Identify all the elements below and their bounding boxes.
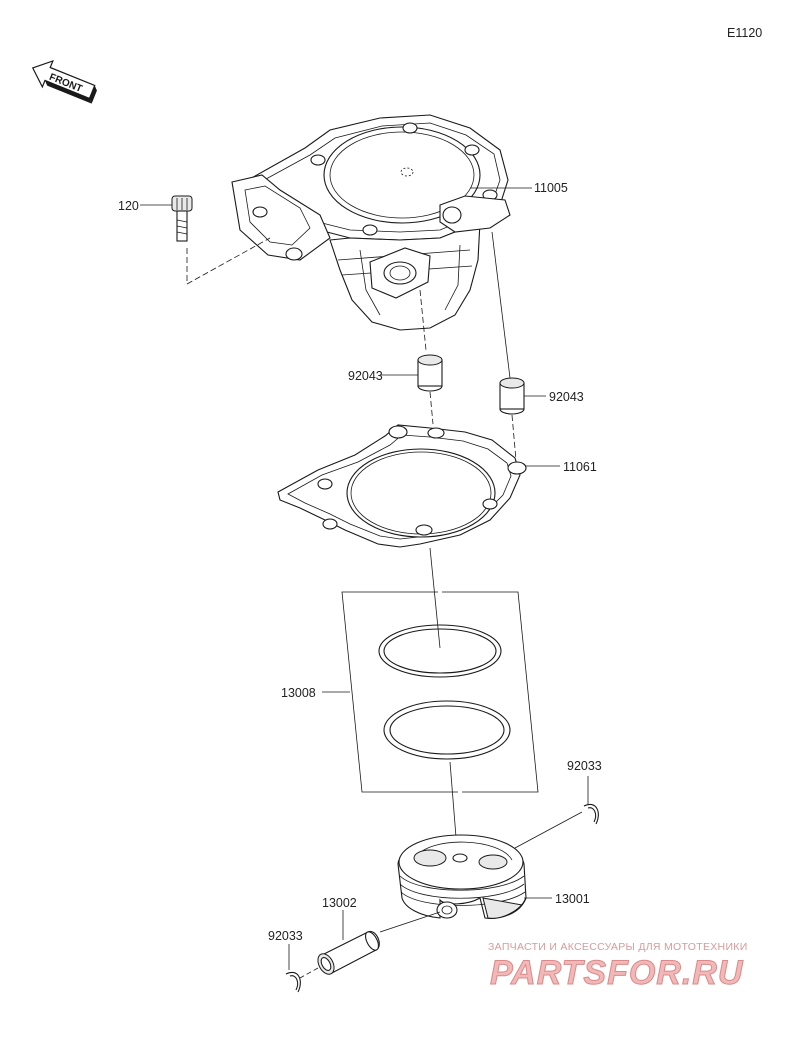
circlip-bottom-drawing (285, 972, 301, 993)
axis-right-dowel-lower (511, 414, 517, 461)
part-label-cylinder: 11005 (534, 181, 568, 195)
part-label-piston: 13001 (555, 892, 590, 906)
dowel-pin-left-drawing (417, 354, 443, 392)
part-label-dowel-left: 92043 (348, 369, 383, 383)
front-arrow-icon: FRONT (31, 59, 97, 104)
piston-pin-drawing (317, 930, 380, 975)
part-label-ring-set: 13008 (281, 686, 316, 700)
cylinder-drawing (231, 114, 511, 331)
piston-drawing (397, 834, 527, 919)
circlip-top-drawing (583, 804, 599, 825)
piston-ring-bottom-drawing (383, 700, 511, 760)
gasket-drawing (277, 424, 527, 548)
part-label-piston-pin: 13002 (322, 896, 357, 910)
ring-set-bracket-right (442, 591, 539, 793)
part-label-circlip-bottom: 92033 (268, 929, 303, 943)
part-label-bolt: 120 (118, 199, 139, 213)
part-label-gasket: 11061 (563, 460, 597, 474)
axis-circlip-top (514, 811, 583, 849)
axis-cylinder (419, 289, 427, 351)
axis-right-dowel (491, 231, 511, 379)
axis-left-dowel (429, 391, 434, 425)
bolt-drawing (171, 195, 193, 242)
piston-ring-top-drawing (378, 624, 502, 678)
watermark: ЗАПЧАСТИ И АКСЕССУАРЫ ДЛЯ МОТОТЕХНИКИ PA… (488, 941, 748, 993)
watermark-brand: PARTSFOR.RU (490, 954, 744, 992)
diagram-code: E1120 (727, 26, 762, 40)
part-label-circlip-top: 92033 (567, 759, 602, 773)
axis-circlip-bottom (299, 967, 319, 979)
watermark-tagline: ЗАПЧАСТИ И АКСЕССУАРЫ ДЛЯ МОТОТЕХНИКИ (488, 941, 748, 953)
dowel-pin-right-drawing (499, 377, 525, 415)
part-label-dowel-right: 92043 (549, 390, 584, 404)
ring-set-bracket-left (341, 591, 458, 793)
axis-rings (429, 547, 441, 649)
axis-piston-pin (379, 911, 441, 933)
bolt-axis (186, 237, 271, 285)
